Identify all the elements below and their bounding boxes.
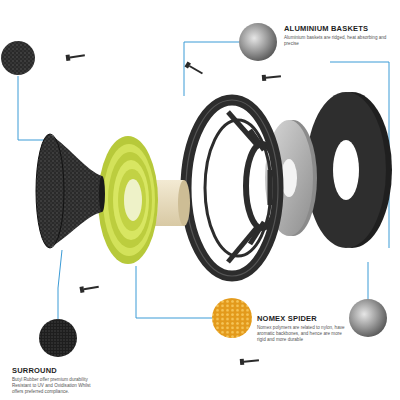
rubber-sample	[39, 319, 77, 357]
screws	[66, 52, 282, 365]
basket	[186, 100, 278, 276]
magnet-sample	[349, 299, 387, 337]
callout-heading: ALUMINIUM BASKETS	[284, 24, 368, 33]
callout-text: Nomex polymers are related to nylon, hav…	[257, 325, 345, 343]
callout-heading: SURROUND	[12, 366, 57, 375]
nomex-sample	[212, 298, 252, 338]
leader-lines	[18, 42, 389, 319]
surround-ring	[98, 136, 158, 264]
callout-text: Butyl Rubber offer premium durability Re…	[12, 377, 96, 395]
callout-heading: NOMEX SPIDER	[257, 314, 317, 323]
cone	[36, 134, 105, 248]
aluminium-sample	[239, 23, 277, 61]
carbon-sample	[1, 41, 35, 75]
callout-text: Aluminium baskets are ridged, heat absor…	[284, 35, 388, 47]
magnet	[306, 92, 392, 248]
